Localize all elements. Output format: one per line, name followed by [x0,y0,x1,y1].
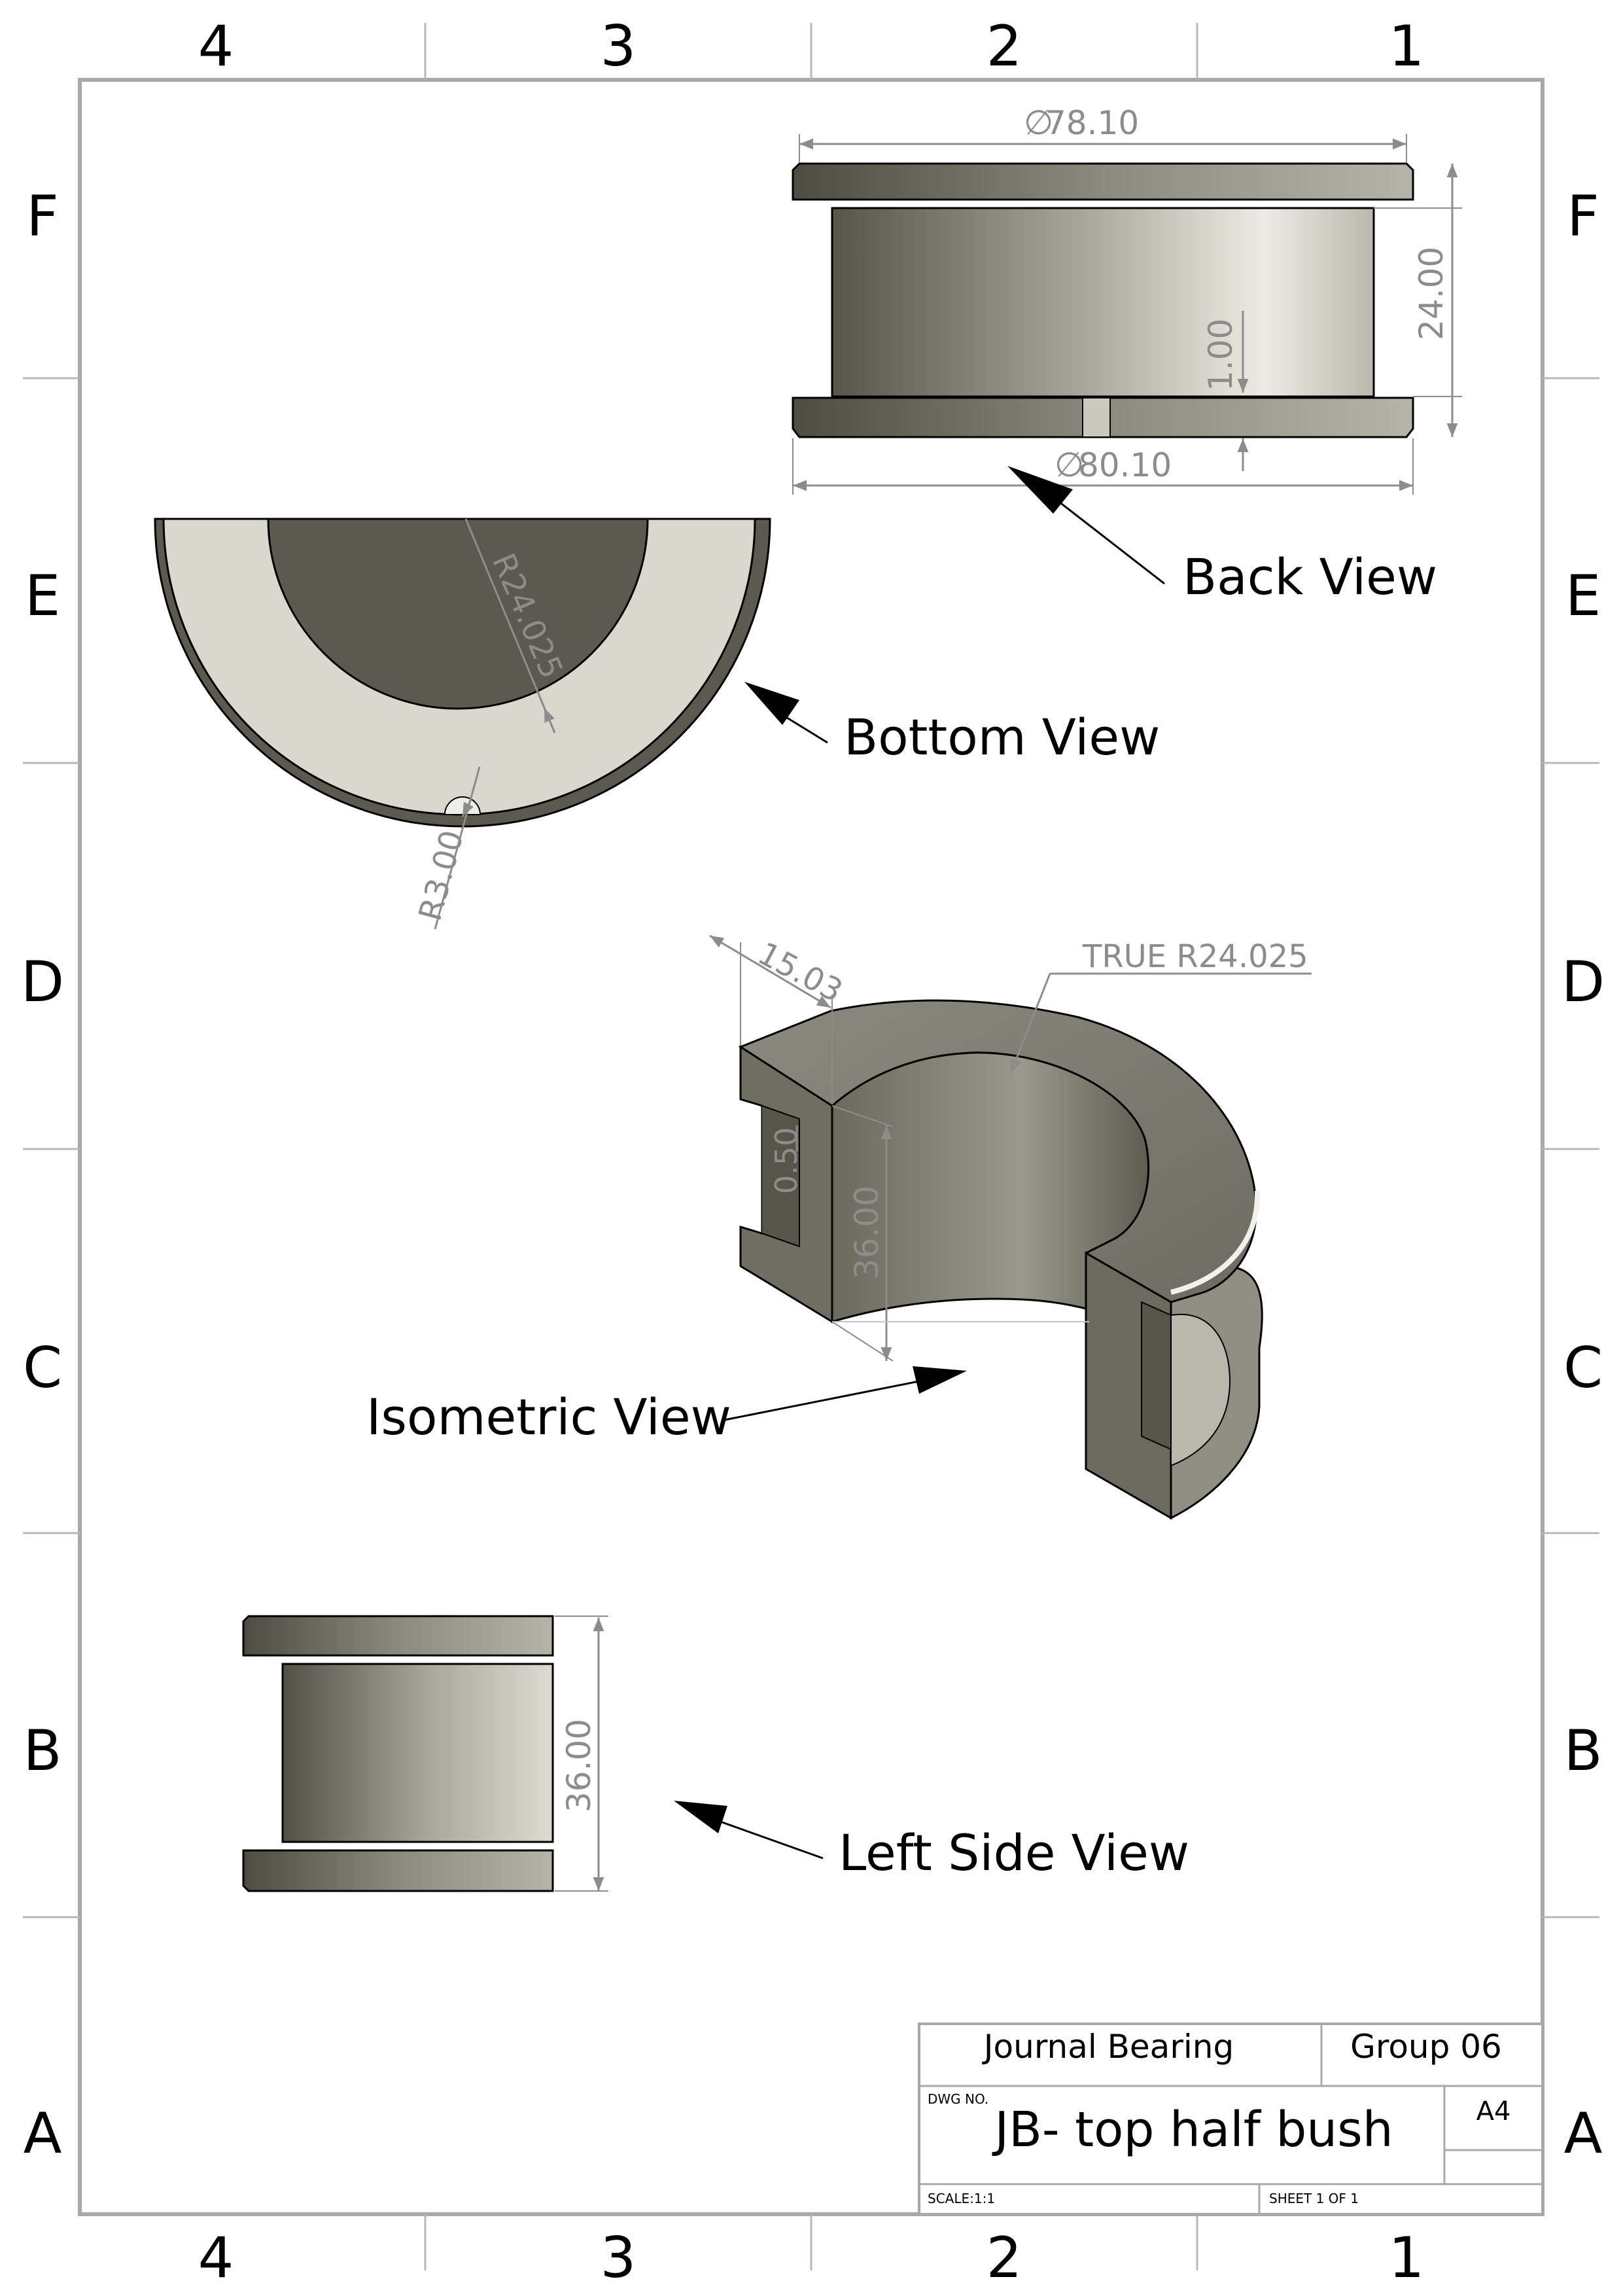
dim-line [461,799,474,817]
zone-row-label: C [1563,1335,1603,1401]
back-view-label: Back View [1183,548,1437,606]
iso-highlight-edge [1170,1190,1261,1295]
callout-leader [1053,496,1165,585]
left-bottom-flange [242,1849,554,1892]
zone-row-label: A [1564,2101,1603,2166]
leader-line [1009,973,1051,1074]
zone-row-label: E [25,563,60,629]
dim-iso-height: 36.00 [848,1186,886,1279]
ext-line [831,1321,894,1362]
zone-col-label: 2 [986,2225,1022,2291]
dim-line [709,934,831,1009]
back-notch [1082,397,1111,438]
dim-back-top-diameter: 78.10 [1045,104,1139,142]
isometric-view-label: Isometric View [366,1388,731,1446]
zone-row-label: A [24,2101,62,2166]
zone-row-label: C [23,1335,62,1401]
zone-col-label: 4 [198,14,234,79]
title-block-drawing-name: JB- top half bush [992,2102,1393,2158]
callout-arrowhead [913,1366,967,1394]
zone-row-label: B [1564,1718,1603,1784]
diameter-symbol: ∅ [1024,103,1053,143]
iso-left-slot [761,1105,800,1248]
dim-left-height: 36.00 [560,1719,598,1812]
back-body [831,207,1375,398]
iso-right-inner [1170,1313,1231,1467]
dim-back-height: 24.00 [1412,247,1450,340]
zone-col-label: 1 [1389,2225,1425,2291]
dim-iso-true-radius: TRUE R24.025 [1082,938,1308,975]
zone-row-label: E [1565,563,1601,629]
callout-arrowhead [744,682,799,725]
dim-iso-lip: 0.50 [769,1127,804,1194]
title-block-scale: SCALE:1:1 [928,2191,995,2206]
ext-line [831,1105,894,1127]
dim-line [464,518,556,733]
zone-col-label: 3 [601,2225,637,2291]
left-body [281,1663,554,1843]
callout-leader [781,713,828,744]
iso-right-slot [1141,1301,1172,1451]
zone-labels: 4 3 2 1 4 3 2 1 F E D C B A F E D C B A [21,14,1605,2291]
iso-inner-surface [831,1051,1149,1324]
zone-col-label: 2 [986,14,1022,79]
dim-line [543,707,556,733]
dim-bottom-notch-radius: R3.00 [411,826,470,925]
callout-arrowhead [1007,466,1073,514]
back-top-flange [792,162,1414,201]
left-side-view: 36.00 Left Side View [242,1615,1189,1892]
zone-col-label: 1 [1389,14,1425,79]
left-side-view-label: Left Side View [839,1824,1189,1882]
left-top-flange [242,1615,554,1657]
title-block-title: Journal Bearing [982,2028,1234,2066]
bottom-half-ring [162,518,756,816]
zone-row-label: F [26,184,58,249]
callout-arrowhead [674,1801,727,1833]
title-block-size: A4 [1476,2096,1511,2127]
dim-back-groove: 1.00 [1202,319,1240,391]
bottom-view: R24.025 R3.00 Bottom View [154,518,1160,930]
zone-row-label: B [24,1718,62,1784]
back-view: ∅ 78.10 24.00 1.00 ∅ 80.10 Back View [792,103,1462,606]
zone-col-label: 4 [198,2225,234,2291]
dim-back-bottom-diameter: 80.10 [1078,446,1172,484]
title-block: Journal Bearing Group 06 DWG NO. JB- top… [918,2022,1544,2216]
callout-leader [724,1379,923,1421]
diameter-symbol: ∅ [1055,446,1084,485]
isometric-view: 15.03 TRUE R24.025 0.50 36.00 Isometric … [366,934,1312,1520]
title-block-frame [918,2022,1544,2216]
sheet-frame [23,23,1599,2270]
title-block-dwg-no-label: DWG NO. [928,2091,988,2107]
zone-row-label: D [1562,949,1605,1015]
bottom-view-label: Bottom View [844,708,1160,766]
callout-leader [712,1818,824,1860]
dim-line [434,766,481,930]
zone-row-label: D [21,949,64,1015]
dim-iso-width: 15.03 [752,935,848,1010]
zone-row-label: F [1567,184,1599,249]
title-block-group: Group 06 [1350,2028,1502,2066]
title-block-sheet: SHEET 1 OF 1 [1269,2191,1359,2206]
zone-col-label: 3 [601,14,637,79]
